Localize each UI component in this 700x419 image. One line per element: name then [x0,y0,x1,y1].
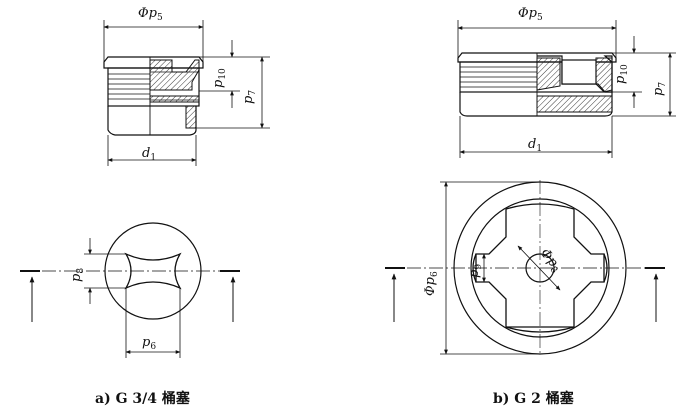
plug-a-side-view [103,20,270,166]
plug-b-top-view [385,180,665,356]
dim-a-phi-p5: Φp5 [138,6,163,23]
dim-b-p9: p9 [467,264,484,278]
dim-a-d1: d1 [142,146,156,163]
dim-b-p10: p10 [613,64,630,84]
dim-b-p7: p7 [651,82,668,96]
dim-a-p8: p8 [69,268,86,282]
dim-a-p7: p7 [241,90,258,104]
dim-a-p10: p10 [211,68,228,88]
caption-b: b) G 2 桶塞 [493,390,575,407]
dim-a-p6: p6 [142,335,156,352]
plug-b-side-view [457,20,676,158]
dim-b-d1: d1 [528,137,542,154]
caption-a: a) G 3/4 桶塞 [95,390,191,407]
plug-a-top-view [20,222,240,358]
dim-b-phi-p5: Φp5 [518,6,543,23]
dim-b-phi-p6: Φp6 [423,271,440,296]
thread-lines-b [460,66,537,88]
